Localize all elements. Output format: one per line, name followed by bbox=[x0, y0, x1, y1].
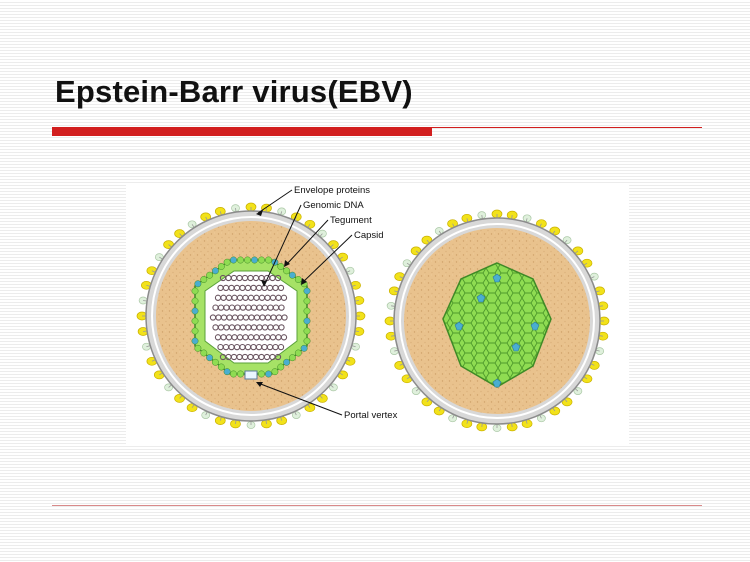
virion-cutaway bbox=[136, 202, 366, 429]
label-envelope-proteins: Envelope proteins bbox=[294, 185, 370, 196]
genomic-dna-coil bbox=[209, 274, 288, 361]
envelope-protein-icon bbox=[277, 207, 287, 216]
capsomere-segments bbox=[191, 256, 311, 378]
callout-arrowheads bbox=[256, 210, 307, 387]
callout-lines bbox=[257, 189, 353, 416]
envelope-protein-ring bbox=[136, 202, 366, 429]
capsid-vertices bbox=[454, 273, 540, 388]
label-genomic-dna: Genomic DNA bbox=[303, 200, 364, 211]
label-tegument: Tegument bbox=[330, 215, 372, 226]
virion-intact bbox=[384, 209, 610, 432]
slide-title: Epstein-Barr virus(EBV) bbox=[55, 74, 413, 109]
envelope-protein-icon bbox=[386, 301, 396, 310]
label-capsid: Capsid bbox=[354, 230, 384, 241]
label-portal-vertex: Portal vertex bbox=[344, 410, 398, 421]
footer-rule bbox=[52, 505, 702, 506]
title-underline-thick bbox=[52, 127, 432, 136]
ebv-structure-figure: Envelope proteins Genomic DNA Tegument C… bbox=[126, 183, 629, 445]
title-underline-thin bbox=[432, 127, 702, 128]
portal-vertex bbox=[244, 370, 258, 380]
